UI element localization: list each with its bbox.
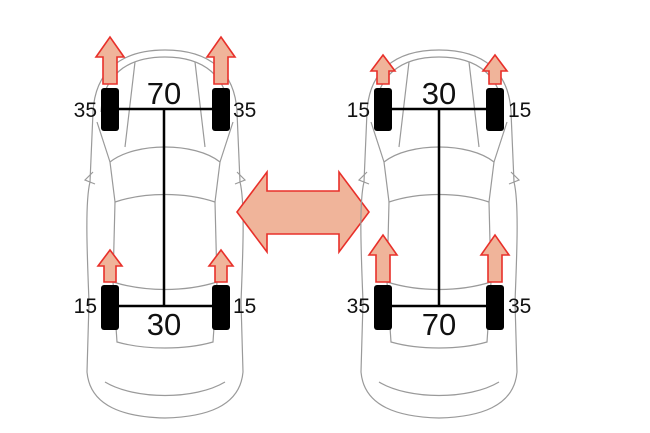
wheel-front-right xyxy=(486,88,504,131)
rear-left-label: 35 xyxy=(347,295,370,318)
double-arrow-icon xyxy=(236,169,370,255)
arrow-up-icon xyxy=(479,233,511,283)
rear-total-label: 70 xyxy=(422,307,456,342)
arrow-up-icon xyxy=(94,35,126,85)
front-right-label: 15 xyxy=(508,99,531,122)
wheel-front-left xyxy=(374,88,392,131)
wheel-front-right xyxy=(212,88,230,131)
wheel-rear-left xyxy=(374,285,392,330)
front-total-label: 30 xyxy=(422,76,456,111)
arrow-up-icon xyxy=(207,248,235,283)
arrow-up-icon xyxy=(205,35,237,85)
rear-right-label: 35 xyxy=(508,295,531,318)
rear-left-label: 15 xyxy=(74,295,97,318)
front-left-label: 15 xyxy=(347,99,370,122)
arrow-up-icon xyxy=(96,248,124,283)
front-total-label: 70 xyxy=(147,76,181,111)
rear-total-label: 30 xyxy=(147,307,181,342)
left-car: 70 35 35 30 15 15 xyxy=(74,35,256,419)
front-left-label: 35 xyxy=(74,99,97,122)
rear-right-label: 15 xyxy=(233,295,256,318)
arrow-up-icon xyxy=(481,53,509,85)
wheel-rear-right xyxy=(212,285,230,330)
arrow-up-icon xyxy=(369,53,397,85)
right-car: 30 15 15 70 35 35 xyxy=(347,49,531,419)
wheel-front-left xyxy=(101,88,119,131)
wheel-rear-left xyxy=(101,285,119,330)
arrow-up-icon xyxy=(367,233,399,283)
wheel-rear-right xyxy=(486,285,504,330)
front-right-label: 35 xyxy=(233,99,256,122)
